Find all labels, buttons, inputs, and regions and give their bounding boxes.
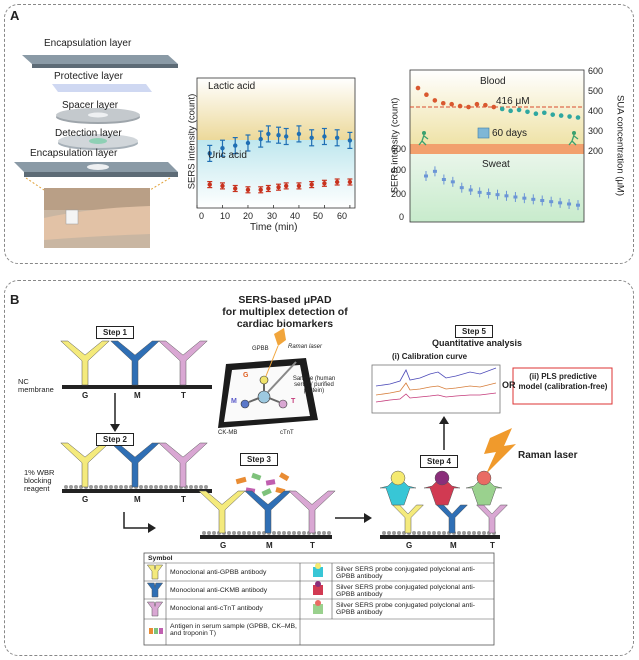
antibody-letter: M <box>134 495 141 504</box>
chart2-ytick-left: 600 <box>391 144 407 154</box>
antibody-letter: G <box>220 541 227 550</box>
antibody-letter: M <box>266 541 273 550</box>
panel-a-label: A <box>10 8 20 23</box>
symbol-right-1: Silver SERS probe conjugated polyclonal … <box>336 566 476 581</box>
panel-b-title: SERS-based μPAD for multiplex detection … <box>200 294 370 330</box>
layer-label-protective: Protective layer <box>54 71 123 82</box>
chart2-region-sweat: Sweat <box>482 159 510 170</box>
chart2-duration-label: 60 days <box>492 128 528 139</box>
chart1-xtick: 0 <box>199 211 205 221</box>
chart1-series-lactic: Lactic acid <box>208 81 256 92</box>
step-3-label: Step 3 <box>240 453 279 466</box>
quant-calibration: (i) Calibration curve <box>392 352 468 361</box>
chart2-ytick-right: 600 <box>588 66 604 76</box>
panel-a <box>4 4 634 264</box>
device-ckmb-label: CK-MB <box>218 430 238 436</box>
symbol-left-4: Antigen in serum sample (GPBB, CK–MB, an… <box>170 623 297 638</box>
chart2-ytick-right: 200 <box>588 146 604 156</box>
chart1-series-uric: Uric acid <box>208 150 247 161</box>
quant-or: OR <box>502 380 516 390</box>
layer-label-encapsulation-bottom: Encapsulation layer <box>30 148 118 159</box>
layer-label-encapsulation-top: Encapsulation layer <box>44 38 132 49</box>
layer-label-detection: Detection layer <box>55 128 122 139</box>
symbol-right-3: Silver SERS probe conjugated polyclonal … <box>336 602 476 617</box>
chart2-ylabel-right: SUA concentration (μM) <box>614 94 626 197</box>
device-letter-t: T <box>291 398 296 405</box>
raman-laser-label: Raman laser <box>518 450 578 461</box>
device-gpbb-label: GPBB <box>252 346 269 352</box>
chart2-ytick-left: 400 <box>391 165 407 175</box>
antibody-letter: G <box>406 541 413 550</box>
antibody-letter: M <box>450 541 457 550</box>
antibody-letter: G <box>82 391 89 400</box>
symbol-left-3: Monoclonal anti-cTnT antibody <box>170 605 263 612</box>
device-ctnt-label: cTnT <box>280 430 294 436</box>
device-letter-g: G <box>243 372 249 379</box>
nc-membrane-label: NC membrane <box>18 377 54 394</box>
device-sample-label: Sample (human serum/ purified protein) <box>292 376 336 394</box>
chart1-xtick: 10 <box>220 211 231 221</box>
chart2-ytick-right: 500 <box>588 86 604 96</box>
chart1-xtick: 50 <box>313 211 324 221</box>
step-4-label: Step 4 <box>420 455 459 468</box>
chart1-xtick: 60 <box>337 211 348 221</box>
chart2-ytick-left: 200 <box>391 189 407 199</box>
antibody-letter: T <box>181 495 186 504</box>
symbol-left-2: Monoclonal anti-CKMB antibody <box>170 587 268 594</box>
step-5-label: Step 5 <box>455 325 494 338</box>
symbol-right-2: Silver SERS probe conjugated polyclonal … <box>336 584 476 599</box>
device-letter-m: M <box>231 398 237 405</box>
antibody-letter: T <box>310 541 315 550</box>
chart2-region-blood: Blood <box>480 76 506 87</box>
antibody-letter: M <box>134 391 141 400</box>
panel-b <box>4 280 634 656</box>
step-2-label: Step 2 <box>96 433 135 446</box>
chart1-xtick: 20 <box>243 211 254 221</box>
panel-b-label: B <box>10 292 20 307</box>
chart2-ytick-right: 400 <box>588 106 604 116</box>
wbr-label: 1% WBR blocking reagent <box>24 468 55 493</box>
quant-title: Quantitative analysis <box>432 338 523 348</box>
chart2-ytick-left: 0 <box>399 212 405 222</box>
antibody-letter: G <box>82 495 89 504</box>
symbol-header: Symbol <box>148 555 173 562</box>
layer-label-spacer: Spacer layer <box>62 100 119 111</box>
title-line: cardiac biomarkers <box>236 318 334 330</box>
chart1-xtick: 30 <box>267 211 278 221</box>
chart2-threshold-label: 416 μM <box>496 96 530 107</box>
title-line: for multiplex detection of <box>222 306 348 318</box>
antibody-letter: T <box>181 391 186 400</box>
chart1-xlabel: Time (min) <box>250 222 298 233</box>
chart1-xtick: 40 <box>290 211 301 221</box>
device-raman-label: Raman laser <box>288 344 323 350</box>
title-line: SERS-based μPAD <box>238 294 332 306</box>
chart2-ytick-right: 300 <box>588 126 604 136</box>
step-1-label: Step 1 <box>96 326 135 339</box>
quant-pls: (ii) PLS predictive model (calibration-f… <box>518 372 608 391</box>
antibody-letter: T <box>490 541 495 550</box>
symbol-left-1: Monoclonal anti-GPBB antibody <box>170 569 267 576</box>
chart1-ylabel: SERS intensity (count) <box>186 93 198 190</box>
